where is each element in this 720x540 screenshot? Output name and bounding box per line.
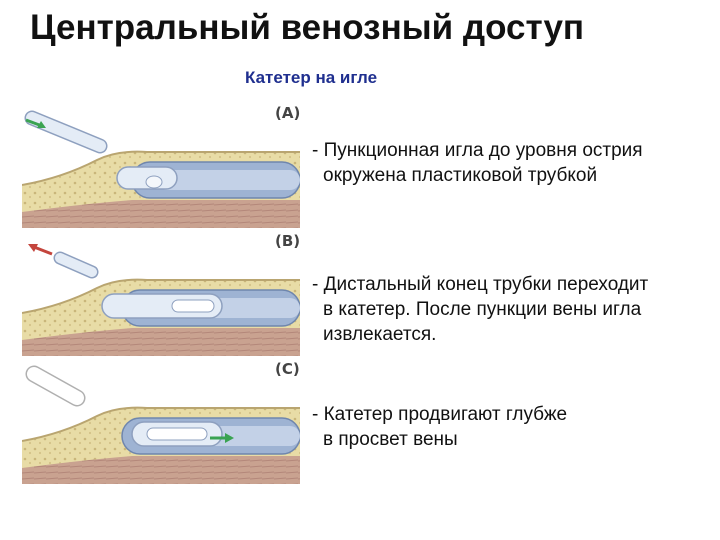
illustration-step-b — [22, 228, 300, 356]
description-line: - Пункционная игла до уровня острия — [312, 140, 643, 161]
description-line: окружена пластиковой трубкой — [323, 165, 598, 186]
arrow-left-icon — [28, 244, 53, 256]
step-label-c: (C) — [275, 360, 300, 378]
description-line: в просвет вены — [323, 429, 458, 450]
arrow-right-icon — [25, 118, 46, 128]
description-line: - Катетер продвигают глубже — [312, 404, 568, 425]
slide-title: Центральный венозный доступ — [30, 8, 585, 47]
step-description-b: - Дистальный конец трубки переходит в ка… — [312, 272, 712, 347]
description-line: - Дистальный конец трубки переходит — [312, 274, 649, 295]
illustration-step-a — [22, 100, 300, 228]
step-description-a: - Пункционная игла до уровня острия окру… — [312, 138, 712, 188]
illustration-step-c — [22, 356, 300, 484]
step-description-c: - Катетер продвигают глубже в просвет ве… — [312, 402, 712, 452]
slide-subtitle: Катетер на игле — [245, 68, 378, 87]
description-line: извлекается. — [323, 324, 437, 345]
arrow-right-icon — [210, 433, 234, 443]
step-label-a: (A) — [275, 104, 301, 122]
step-label-b: (B) — [275, 232, 301, 250]
description-line: в катетер. После пункции вены игла — [323, 299, 642, 320]
